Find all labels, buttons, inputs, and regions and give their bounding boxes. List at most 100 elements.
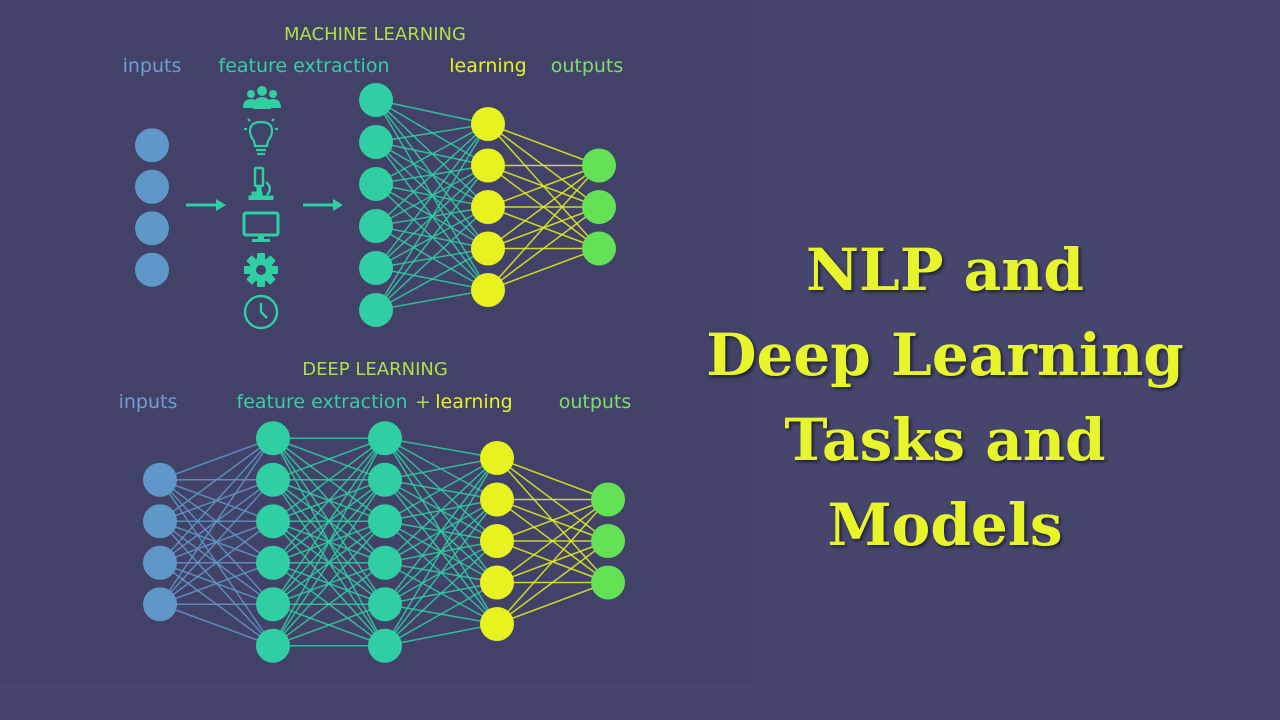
headline-line: Deep Learning [706, 321, 1184, 389]
ml-learning-node [471, 148, 505, 183]
ml-inputs-node [135, 128, 169, 163]
dl-learning-node [480, 482, 514, 517]
dl-connection [496, 457, 609, 501]
dl-connection [384, 457, 498, 481]
dl-inputs-label: inputs [119, 391, 178, 413]
dl-connection [384, 457, 498, 647]
dl-connection [272, 437, 386, 481]
dl-connection [159, 437, 274, 564]
lightbulb-icon [244, 118, 278, 156]
headline: NLP and Deep Learning Tasks and Models [700, 228, 1190, 568]
dl-connection [272, 520, 386, 647]
dl-inputs-node [143, 545, 177, 580]
dl-title: DEEP LEARNING [302, 359, 448, 380]
dl-hidden-1-node [256, 545, 290, 580]
dl-hidden-2-node [368, 587, 402, 622]
dl-connection [384, 457, 498, 564]
dl-connection [496, 498, 609, 584]
ml-connection [375, 247, 489, 311]
dl-connection [272, 603, 386, 647]
ml-connection [487, 164, 600, 250]
ml-inputs-label: inputs [123, 55, 182, 77]
dl-outputs-node [591, 482, 625, 517]
dl-hidden-1-node [256, 421, 290, 456]
dl-feature-extraction-label: feature extraction [237, 391, 408, 413]
dl-connection [496, 499, 609, 625]
dl-connection [159, 437, 274, 481]
arrow-icon [303, 199, 343, 211]
ml-inputs-node [135, 211, 169, 246]
gear-icon [244, 253, 278, 287]
ml-learning-node [471, 107, 505, 141]
ml-connection [375, 165, 489, 311]
ml-connection [487, 206, 600, 291]
ml-features-node [359, 125, 393, 159]
ml-learning-node [471, 190, 505, 224]
ml-connection [487, 123, 600, 167]
dl-inputs-node [143, 587, 177, 622]
headline-line: Models [827, 491, 1063, 559]
dl-inputs-node [143, 504, 177, 539]
ml-learning-node [471, 273, 505, 307]
dl-connection [384, 623, 498, 647]
ml-features-node [359, 251, 393, 285]
ml-outputs-node [582, 148, 616, 183]
dl-connection [384, 437, 498, 459]
ml-outputs-node [582, 231, 616, 266]
dl-connection [159, 437, 274, 522]
ml-connection [375, 99, 489, 125]
diagram-panel: MACHINE LEARNING inputs feature extracti… [118, 24, 632, 663]
dl-outputs-node [591, 524, 625, 558]
microscope-icon [248, 166, 274, 200]
ml-feature-extraction-label: feature extraction [219, 55, 390, 77]
dl-connection [272, 562, 386, 647]
dl-connection [159, 479, 274, 605]
users-icon [243, 86, 281, 109]
arrow-icon [186, 199, 226, 211]
ml-connection [375, 123, 489, 143]
dl-hidden-1-node [256, 587, 290, 622]
ml-inputs-node [135, 169, 169, 204]
dl-connection [272, 437, 386, 522]
ml-connection [375, 123, 489, 227]
dl-learning-node [480, 441, 514, 475]
dl-connection [384, 540, 498, 647]
dl-plus-label: + [415, 391, 431, 413]
headline-line: NLP and [806, 236, 1084, 304]
dl-connection [384, 581, 498, 647]
dl-learning-node [480, 565, 514, 600]
ml-outputs-node [582, 190, 616, 224]
ml-connection [375, 206, 489, 311]
dl-inputs-node [143, 462, 177, 497]
dl-hidden-2-node [368, 628, 402, 663]
dl-learning-node [480, 607, 514, 641]
dl-connection [496, 498, 609, 542]
dl-connection [159, 603, 274, 647]
neural-network-diagram: MACHINE LEARNING inputs feature extracti… [119, 24, 631, 663]
dl-connection [272, 479, 386, 647]
ml-features-node [359, 209, 393, 243]
headline-line: Tasks and [784, 406, 1106, 474]
dl-learning-label: learning [435, 391, 513, 413]
dl-hidden-2-node [368, 462, 402, 497]
ml-connection [487, 165, 600, 291]
dl-outputs-node [591, 565, 625, 600]
ml-inputs-node [135, 252, 169, 287]
dl-connection [384, 457, 498, 605]
dl-hidden-1-node [256, 628, 290, 663]
ml-connection [487, 164, 600, 208]
ml-title: MACHINE LEARNING [284, 24, 466, 45]
dl-connection [496, 581, 609, 625]
dl-connection [272, 437, 386, 647]
ml-connection [375, 123, 489, 311]
dl-connection [159, 520, 274, 605]
clock-icon [243, 294, 279, 330]
dl-hidden-1-node [256, 504, 290, 539]
ml-features-node [359, 83, 393, 117]
dl-hidden-2-node [368, 504, 402, 539]
dl-hidden-1-node [256, 462, 290, 497]
dl-learning-node [480, 524, 514, 558]
ml-features-node [359, 293, 393, 327]
dl-connection [159, 562, 274, 605]
monitor-icon [242, 211, 280, 242]
